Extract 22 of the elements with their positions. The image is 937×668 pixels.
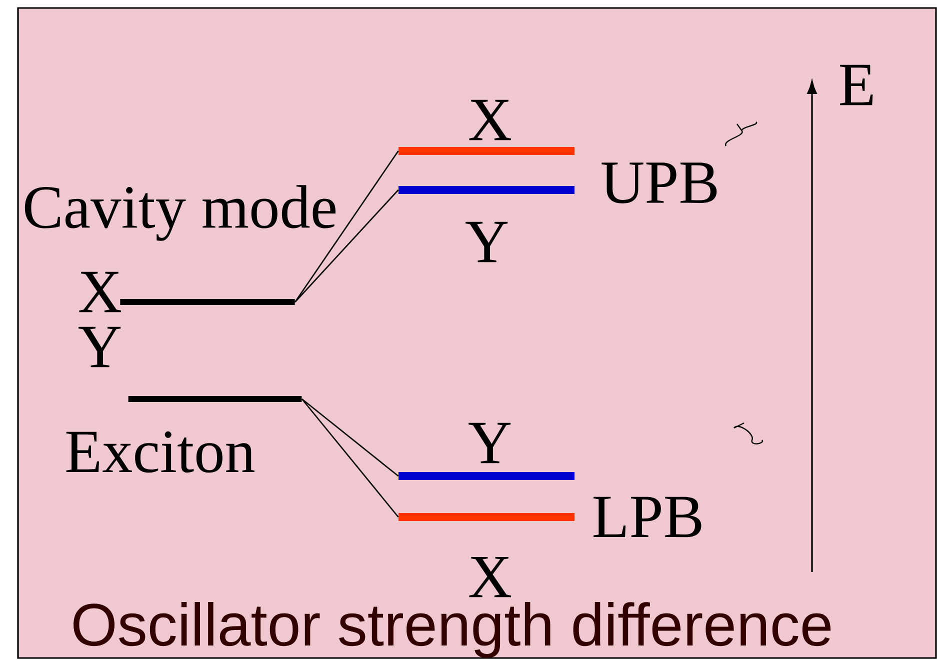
energy-level-bar <box>398 472 574 480</box>
level-label: Y <box>78 326 121 368</box>
level-label: Cavity mode <box>24 185 336 241</box>
level-label: X <box>469 556 512 598</box>
connector-line <box>302 398 399 477</box>
energy-level-bar <box>120 299 295 305</box>
connector-line <box>294 150 399 302</box>
level-label: UPB <box>602 162 717 204</box>
level-label: X <box>79 272 122 312</box>
level-label: E <box>840 64 873 106</box>
level-label: Y <box>466 222 508 262</box>
energy-level-bar <box>128 396 302 402</box>
level-label: Exciton <box>66 431 254 473</box>
energy-level-bar <box>398 513 574 521</box>
caption: Oscillator strength difference <box>74 602 831 658</box>
energy-level-bar <box>398 147 574 155</box>
energy-level-bar <box>398 186 574 194</box>
level-label: X <box>469 100 512 140</box>
connector-line <box>301 398 399 518</box>
level-label: LPB <box>594 496 702 538</box>
connector-line <box>294 190 399 302</box>
level-label: Y <box>468 422 511 464</box>
